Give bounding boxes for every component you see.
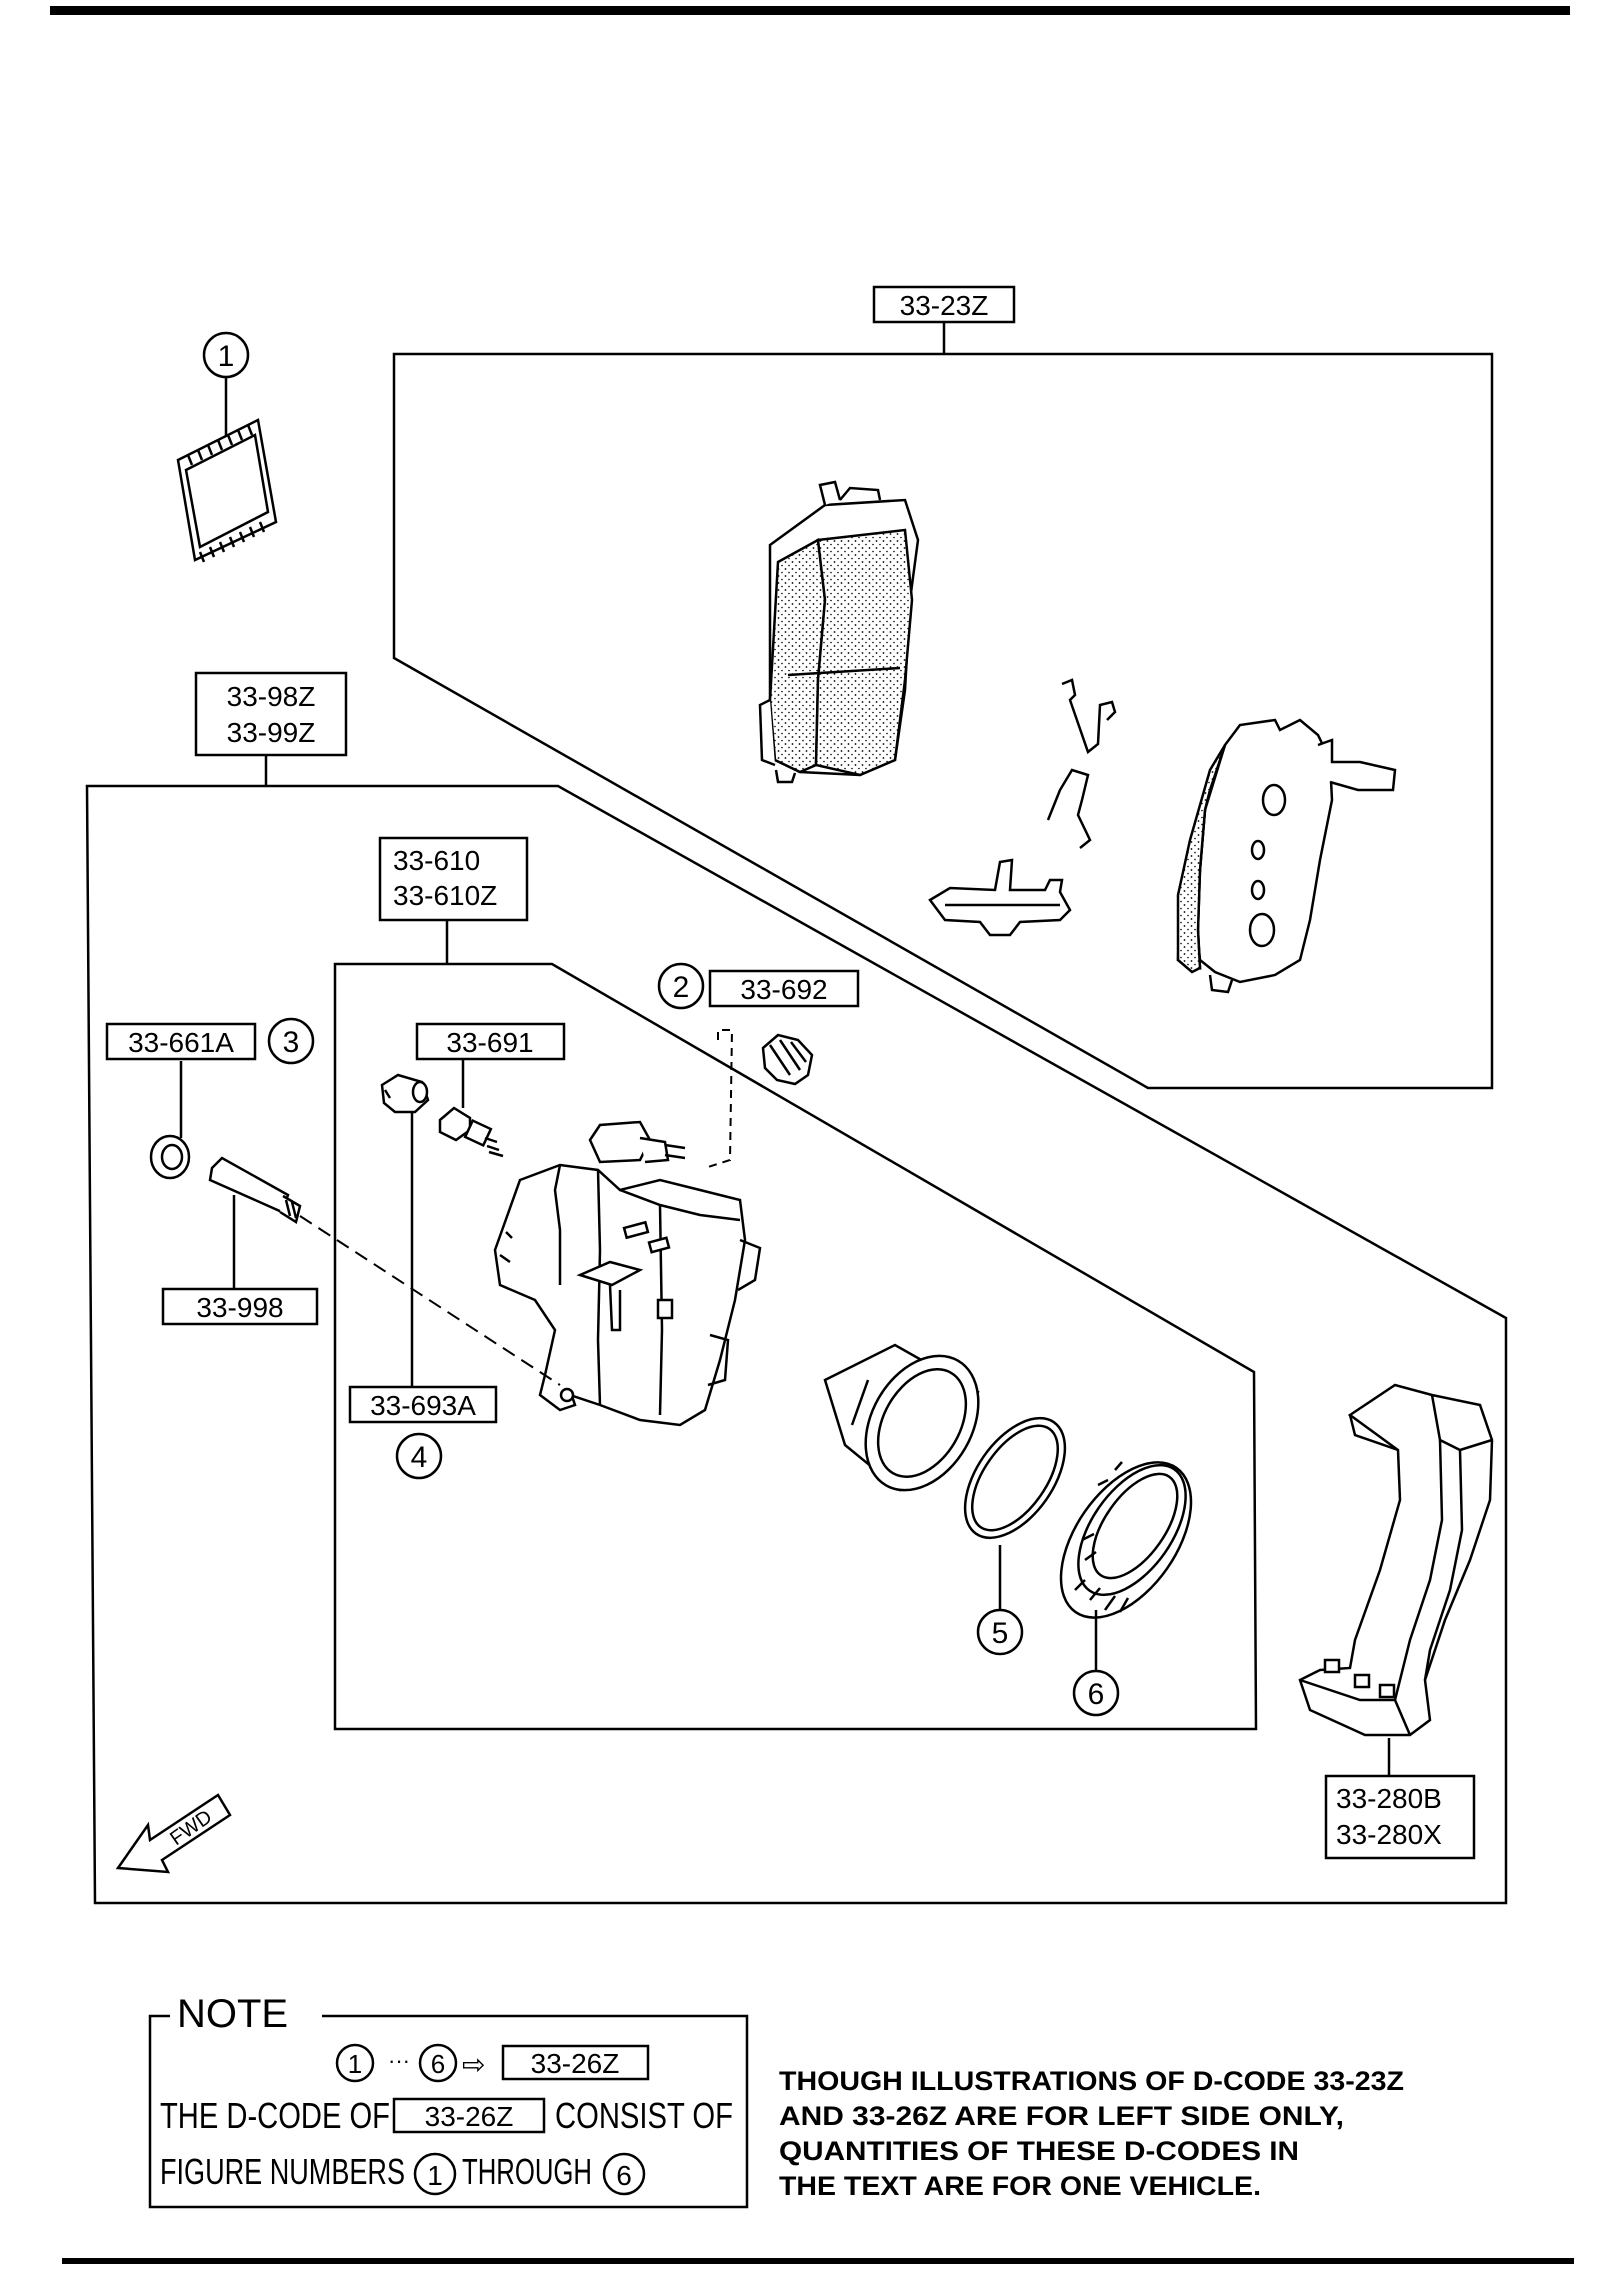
bleeder-screw[interactable]	[438, 1106, 504, 1158]
callout-6-number: 6	[1088, 1678, 1105, 1711]
caliper-assembly-region	[85, 784, 1508, 1905]
guide-pin[interactable]	[208, 1156, 302, 1224]
dust-boot-leader	[704, 1029, 734, 1169]
note-kit-label-2[interactable]: 33-26Z	[392, 2097, 546, 2134]
callout-5: 5	[976, 1608, 1024, 1656]
caption: THOUGH ILLUSTRATIONS OF D-CODE 33-23Z AN…	[779, 2066, 1404, 2201]
caption-line-1: THOUGH ILLUSTRATIONS OF D-CODE 33-23Z	[779, 2066, 1404, 2096]
callout-6: 6	[1072, 1669, 1120, 1717]
callout-6-note-line3-number: 6	[616, 2160, 632, 2191]
caliper-mounting-bracket[interactable]	[1298, 1383, 1494, 1737]
callout-1: 1	[202, 331, 250, 379]
label-pad-kit[interactable]: 33-23Z	[872, 285, 1016, 324]
label-caliper-body[interactable]: 33-610 33-610Z	[378, 836, 529, 922]
note-line2-end: CONSIST OF	[555, 2095, 733, 2136]
note-kit-label-1-text: 33-26Z	[531, 2048, 620, 2079]
note-box	[148, 2014, 749, 2209]
label-mounting-bracket[interactable]: 33-280B 33-280X	[1324, 1774, 1476, 1860]
label-bleeder-cap[interactable]: 33-693A	[348, 1385, 498, 1424]
bleeder-cap[interactable]	[380, 1073, 430, 1114]
outer-brake-pad[interactable]	[1176, 718, 1397, 994]
bottom-rule	[62, 2258, 1574, 2264]
label-caliper-assembly[interactable]: 33-98Z 33-99Z	[194, 671, 348, 757]
label-mounting-bracket-text-2: 33-280X	[1336, 1819, 1442, 1850]
inner-brake-pad[interactable]	[758, 480, 920, 784]
caption-line-4: THE TEXT ARE FOR ONE VEHICLE.	[779, 2171, 1261, 2201]
pad-clip-middle[interactable]	[1046, 768, 1092, 849]
callout-4-number: 4	[411, 1441, 428, 1474]
callout-6-note: 6	[418, 2043, 458, 2083]
callout-1-note: 1	[335, 2043, 375, 2083]
callout-1-note-line3-number: 1	[427, 2160, 443, 2191]
callout-1-note-line3: 1	[413, 2152, 457, 2196]
grease-pack[interactable]	[176, 418, 278, 563]
label-bleeder-cap-text: 33-693A	[370, 1390, 476, 1421]
top-rule	[50, 6, 1570, 15]
note-line3-start: FIGURE NUMBERS	[160, 2151, 405, 2192]
callout-5-number: 5	[992, 1617, 1009, 1650]
label-guide-pin[interactable]: 33-998	[161, 1287, 319, 1326]
callout-4: 4	[395, 1432, 443, 1480]
label-bushing-text: 33-661A	[128, 1027, 234, 1058]
caption-line-2: AND 33-26Z ARE FOR LEFT SIDE ONLY,	[779, 2101, 1344, 2131]
dust-boot[interactable]	[761, 1033, 814, 1086]
caliper-body[interactable]	[493, 1120, 762, 1427]
label-caliper-body-text-1: 33-610	[393, 845, 480, 876]
note-title: NOTE	[177, 1992, 288, 2036]
label-caliper-assembly-text-1: 33-98Z	[227, 681, 316, 712]
label-mounting-bracket-text-1: 33-280B	[1336, 1783, 1442, 1814]
note-kit-label-1[interactable]: 33-26Z	[501, 2044, 650, 2081]
bushing[interactable]	[149, 1134, 191, 1180]
label-bleeder-screw[interactable]: 33-691	[415, 1022, 566, 1061]
note-ellipsis: ···	[388, 2048, 410, 2073]
callout-6-note-number: 6	[431, 2049, 445, 2079]
note-line3-through: THROUGH	[462, 2151, 592, 2192]
piston[interactable]	[823, 1336, 1001, 1511]
callout-1-number: 1	[218, 340, 235, 373]
note-line2-start: THE D-CODE OF	[160, 2095, 390, 2136]
label-caliper-assembly-text-2: 33-99Z	[227, 717, 316, 748]
callout-2-number: 2	[673, 971, 690, 1004]
guide-pin-leader	[299, 1215, 561, 1386]
pad-shim[interactable]	[928, 858, 1072, 937]
label-pad-kit-text: 33-23Z	[900, 290, 989, 321]
label-caliper-body-text-2: 33-610Z	[393, 880, 497, 911]
label-guide-pin-text: 33-998	[196, 1292, 283, 1323]
callout-6-note-line3: 6	[602, 2152, 646, 2196]
label-bleeder-screw-text: 33-691	[446, 1027, 533, 1058]
caption-line-3: QUANTITIES OF THESE D-CODES IN	[779, 2136, 1299, 2166]
forward-arrow: FWD	[115, 1793, 232, 1874]
label-dust-boot-text: 33-692	[740, 974, 827, 1005]
piston-boot[interactable]	[1035, 1439, 1218, 1641]
label-dust-boot[interactable]: 33-692	[708, 969, 860, 1008]
label-bushing[interactable]: 33-661A	[105, 1022, 257, 1061]
callout-3: 3	[267, 1017, 315, 1065]
pad-clip-upper[interactable]	[1061, 678, 1117, 755]
note-arrow: ⇨	[462, 2049, 485, 2080]
callout-1-note-number: 1	[348, 2049, 362, 2079]
callout-3-number: 3	[283, 1026, 300, 1059]
piston-seal[interactable]	[945, 1401, 1085, 1556]
callout-2: 2	[657, 962, 705, 1010]
caliper-body-region	[333, 962, 1258, 1731]
note-kit-label-2-text: 33-26Z	[425, 2101, 514, 2132]
pad-kit-region	[392, 352, 1494, 1090]
